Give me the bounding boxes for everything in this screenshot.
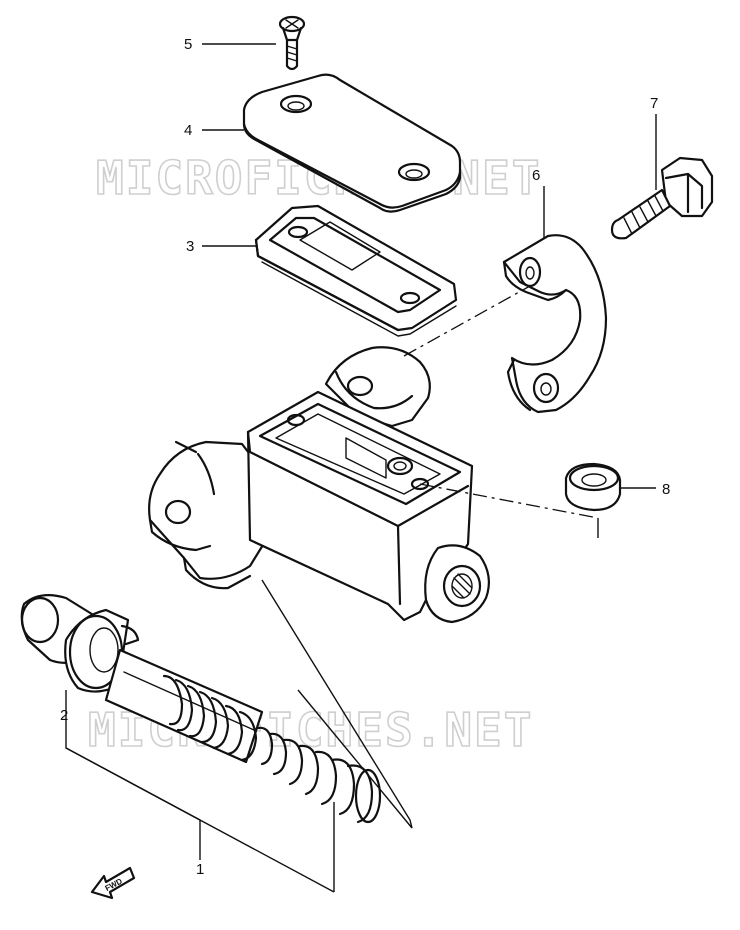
- callout-5: 5: [184, 36, 192, 53]
- part-4-cover: [242, 73, 462, 213]
- master-cylinder-body: [148, 346, 491, 624]
- fwd-arrow-icon: FWD: [90, 866, 136, 900]
- callout-3: 3: [186, 238, 194, 255]
- piston-assembly: [20, 593, 382, 824]
- part-7-bolt: [610, 156, 714, 240]
- leader-lines: [65, 43, 657, 893]
- callout-8: 8: [662, 481, 670, 498]
- callout-6: 6: [532, 167, 540, 184]
- part-3-diaphragm: [254, 204, 458, 337]
- callout-2: 2: [60, 707, 68, 724]
- part-8-boot: [564, 462, 622, 512]
- callout-1: 1: [196, 861, 204, 878]
- part-5-screw: [278, 15, 306, 71]
- callout-4: 4: [184, 122, 192, 139]
- alignment-lines: [403, 285, 599, 519]
- part-6-clamp: [502, 234, 608, 414]
- callout-7: 7: [650, 95, 658, 112]
